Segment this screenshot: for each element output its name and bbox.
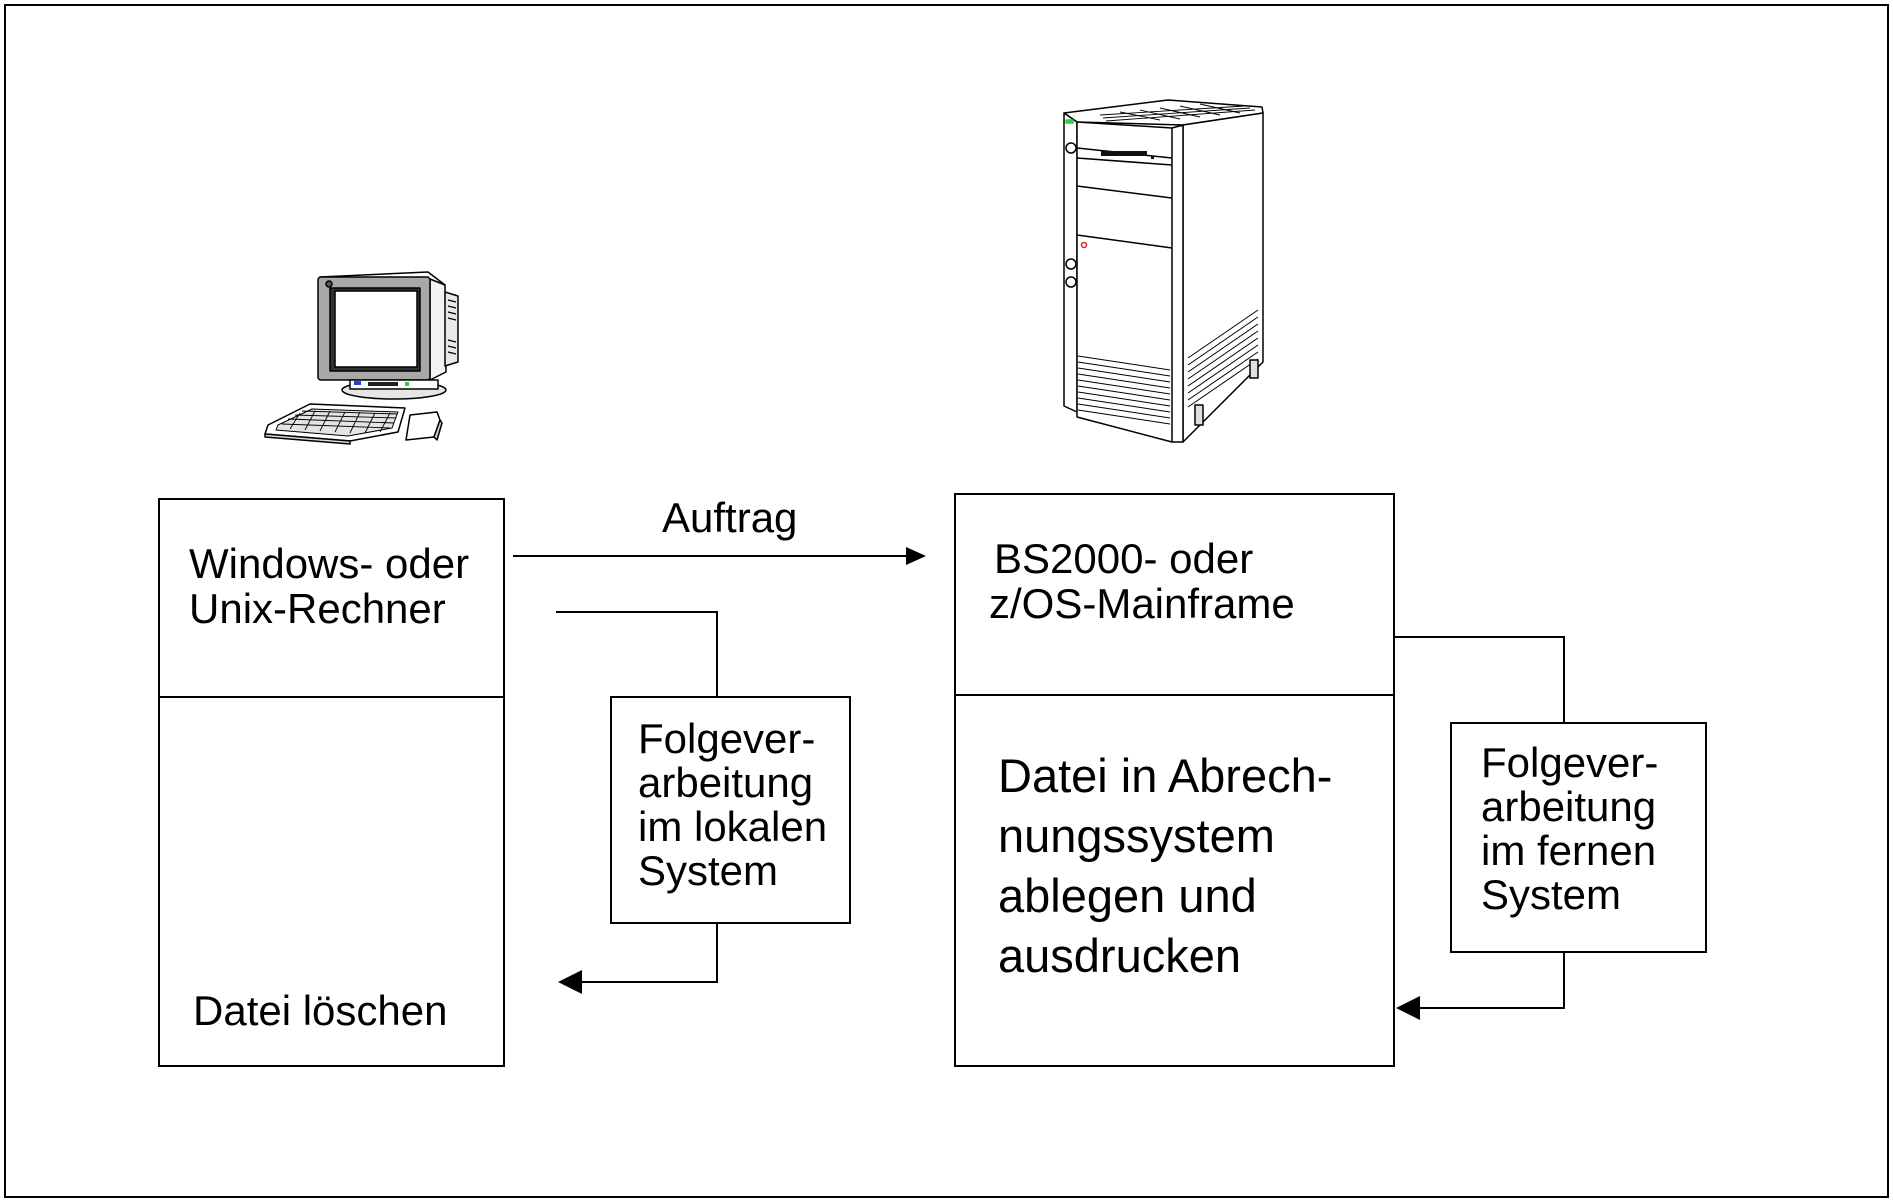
remote-followup: Folgever- arbeitung im fernen System bbox=[1394, 636, 1707, 1020]
remote-system-action-line: Datei in Abrech- bbox=[998, 749, 1332, 802]
local-followup-label: Folgever- arbeitung im lokalen System bbox=[638, 715, 839, 894]
request-arrow-label: Auftrag bbox=[662, 494, 797, 541]
arrowhead-left-icon bbox=[1396, 996, 1420, 1020]
remote-followup-connector-out bbox=[1418, 952, 1565, 1009]
local-system-title-line: Unix-Rechner bbox=[189, 585, 446, 632]
remote-followup-line: im fernen bbox=[1481, 827, 1656, 874]
local-followup: Folgever- arbeitung im lokalen System bbox=[556, 611, 851, 994]
remote-followup-label: Folgever- arbeitung im fernen System bbox=[1481, 739, 1670, 918]
remote-system-action-line: nungssystem bbox=[998, 809, 1275, 862]
local-followup-connector-in bbox=[556, 611, 718, 697]
remote-system-action: Datei in Abrech- nungssystem ablegen und… bbox=[998, 749, 1345, 982]
request-arrow: Auftrag bbox=[513, 494, 926, 565]
arrowhead-right-icon bbox=[906, 547, 926, 565]
arrowhead-left-icon bbox=[558, 970, 582, 994]
desktop-computer-icon bbox=[264, 271, 459, 445]
local-system-title: Windows- oder Unix-Rechner bbox=[189, 540, 481, 632]
remote-followup-line: System bbox=[1481, 871, 1621, 918]
local-followup-line: im lokalen bbox=[638, 803, 827, 850]
mainframe-server-icon bbox=[1063, 99, 1264, 443]
local-system-title-line: Windows- oder bbox=[189, 540, 469, 587]
local-followup-line: System bbox=[638, 847, 778, 894]
local-system-box: Windows- oder Unix-Rechner Datei löschen bbox=[158, 498, 505, 1067]
remote-followup-line: Folgever- bbox=[1481, 739, 1658, 786]
local-followup-line: Folgever- bbox=[638, 715, 815, 762]
remote-followup-connector-in bbox=[1394, 636, 1565, 723]
diagram-frame bbox=[4, 4, 1889, 1198]
remote-system-title: BS2000- oder z/OS-Mainframe bbox=[989, 535, 1295, 627]
local-followup-line: arbeitung bbox=[638, 759, 813, 806]
local-followup-connector-out bbox=[580, 923, 718, 983]
remote-system-title-line: z/OS-Mainframe bbox=[989, 580, 1295, 627]
remote-system-action-line: ablegen und bbox=[998, 869, 1257, 922]
remote-system-box: BS2000- oder z/OS-Mainframe Datei in Abr… bbox=[954, 493, 1395, 1067]
local-system-action: Datei löschen bbox=[193, 987, 447, 1034]
remote-followup-line: arbeitung bbox=[1481, 783, 1656, 830]
remote-system-action-line: ausdrucken bbox=[998, 929, 1241, 982]
remote-system-title-line: BS2000- oder bbox=[994, 535, 1253, 582]
